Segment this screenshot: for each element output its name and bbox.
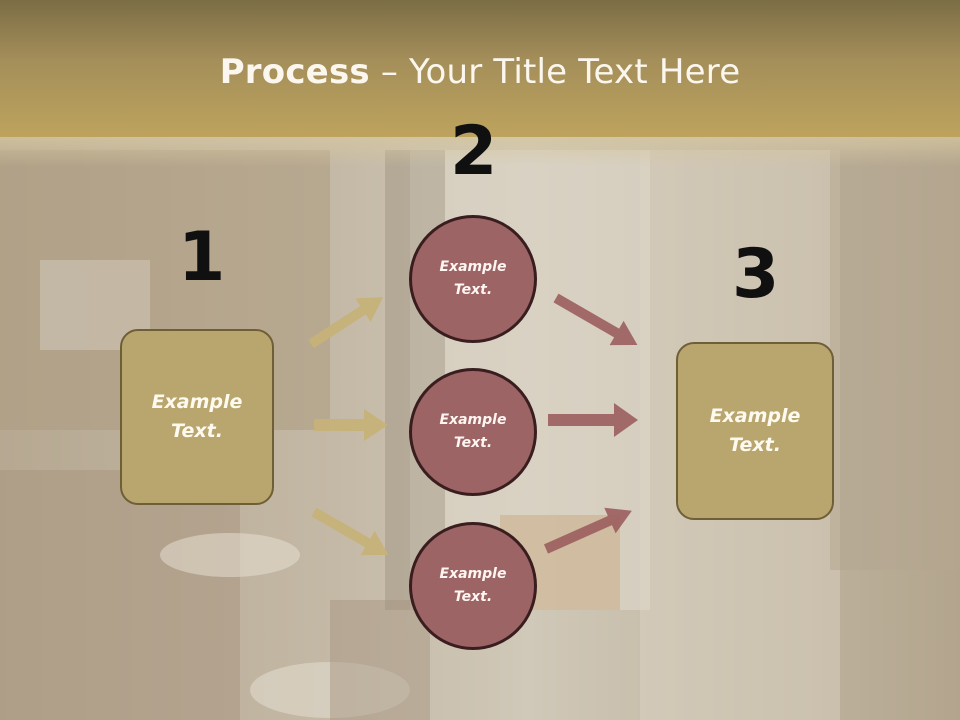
left-step-box: Example Text. xyxy=(120,329,274,505)
circle-bottom: Example Text. xyxy=(409,522,537,650)
circle-bottom-text: Example Text. xyxy=(439,566,507,605)
title-band-fade xyxy=(0,137,960,167)
slide-title-rest: – Your Title Text Here xyxy=(369,52,741,92)
circle-middle-text: Example Text. xyxy=(439,412,507,451)
circle-top: Example Text. xyxy=(409,215,537,343)
arrow-icon xyxy=(543,507,632,554)
left-step-box-text: Example Text. xyxy=(151,391,243,442)
step-number-3: 3 xyxy=(732,235,780,314)
step-number-2: 2 xyxy=(450,112,498,191)
slide-title: Process – Your Title Text Here xyxy=(0,52,960,92)
arrow-icon xyxy=(311,507,389,556)
step-number-1: 1 xyxy=(178,218,226,297)
right-step-box: Example Text. xyxy=(676,342,834,520)
circle-top-text: Example Text. xyxy=(439,259,507,298)
title-band xyxy=(0,0,960,137)
arrow-icon xyxy=(548,403,638,437)
right-step-box-text: Example Text. xyxy=(709,405,801,456)
slide-title-bold: Process xyxy=(219,52,370,92)
arrow-icon xyxy=(553,293,638,346)
arrow-icon xyxy=(308,297,384,349)
arrow-icon xyxy=(314,409,388,441)
circle-middle: Example Text. xyxy=(409,368,537,496)
